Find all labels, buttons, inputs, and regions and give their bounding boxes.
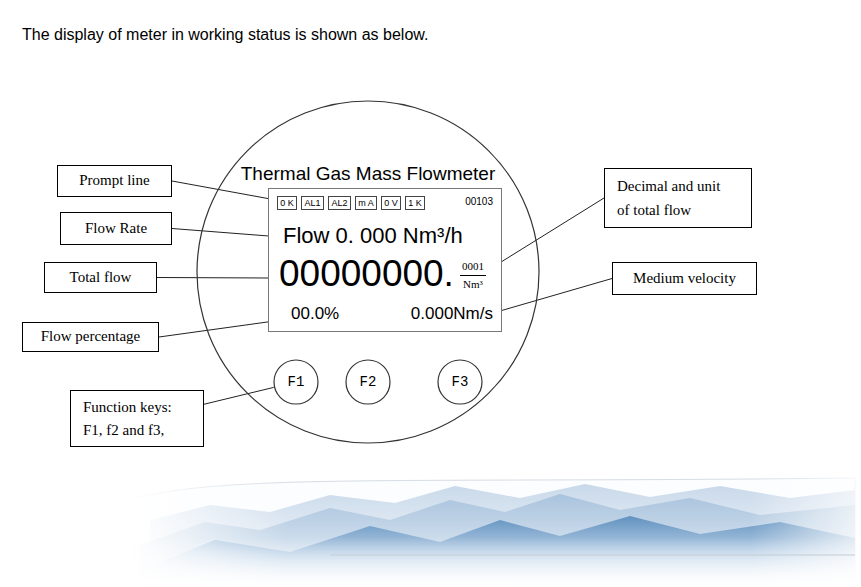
indicator-box: 1 K <box>405 196 425 210</box>
callout-box: Function keys: F1, f2 and f3, <box>70 390 204 447</box>
callout-box: Total flow <box>44 262 157 293</box>
key-label: F3 <box>452 375 469 389</box>
callout-label: Decimal and unit of total flow <box>617 174 729 222</box>
indicator-box: 0 K <box>277 196 297 210</box>
callout-label: Flow percentage <box>41 328 141 345</box>
indicator-label: 1 K <box>408 199 422 208</box>
indicator-label: AL1 <box>304 199 320 208</box>
callout-label: Total flow <box>70 269 132 286</box>
key-label: F2 <box>360 375 377 389</box>
total-unit: Nm³ <box>463 279 483 290</box>
indicator-label: AL2 <box>331 199 347 208</box>
horizon-line <box>330 555 855 556</box>
intro-text: The display of meter in working status i… <box>22 26 428 44</box>
indicator-box: 0 V <box>381 196 401 210</box>
callout-box: Decimal and unit of total flow <box>604 168 752 228</box>
leader-line <box>502 198 604 261</box>
indicator-box: AL2 <box>328 196 351 210</box>
flow-percentage-reading: 00.0% <box>291 305 339 322</box>
housing-circle <box>197 101 539 443</box>
meter-housing: Thermal Gas Mass Flowmeter 00103Flow 0. 0… <box>196 100 540 444</box>
callout-box: Prompt line <box>57 165 172 197</box>
callout-box: Flow percentage <box>22 322 159 352</box>
callout-box: Medium velocity <box>612 262 757 295</box>
leader-line <box>502 279 612 311</box>
key-label: F1 <box>288 375 305 389</box>
function-key: F2 <box>345 359 391 405</box>
indicator-box: m A <box>355 196 377 210</box>
side-fade <box>125 476 861 587</box>
indicator-label: m A <box>358 199 374 208</box>
indicator-label: 0 K <box>280 199 294 208</box>
indicator-label: 0 V <box>384 199 398 208</box>
key-circle <box>346 360 390 404</box>
flow-rate-reading: Flow 0. 000 Nm³/h <box>283 225 463 247</box>
status-code: 00103 <box>465 197 493 207</box>
callout-box: Flow Rate <box>60 212 172 245</box>
indicator-box: AL1 <box>301 196 324 210</box>
key-circle <box>438 360 482 404</box>
callout-label: Flow Rate <box>85 220 147 237</box>
leader-line <box>157 277 268 279</box>
callout-label: Function keys: F1, f2 and f3, <box>83 396 183 441</box>
leader-line <box>204 387 274 404</box>
callout-label: Prompt line <box>79 172 149 189</box>
function-key: F1 <box>273 359 319 405</box>
total-flow-reading: 00000000. <box>279 255 454 292</box>
lcd-screen: 00103Flow 0. 000 Nm³/h 00000000. 0001Nm³ 00… <box>268 188 502 332</box>
function-key: F3 <box>437 359 483 405</box>
bottom-fade <box>125 476 861 587</box>
mountain-watermark <box>125 476 861 587</box>
leader-line <box>159 322 268 337</box>
fraction-bar <box>460 275 486 276</box>
velocity-reading: 0.000Nm/s <box>411 305 493 322</box>
total-decimal: 0001 <box>462 261 484 272</box>
housing-title: Thermal Gas Mass Flowmeter <box>241 163 495 185</box>
leader-line <box>172 229 268 236</box>
key-circle <box>274 360 318 404</box>
callout-label: Medium velocity <box>633 270 736 287</box>
